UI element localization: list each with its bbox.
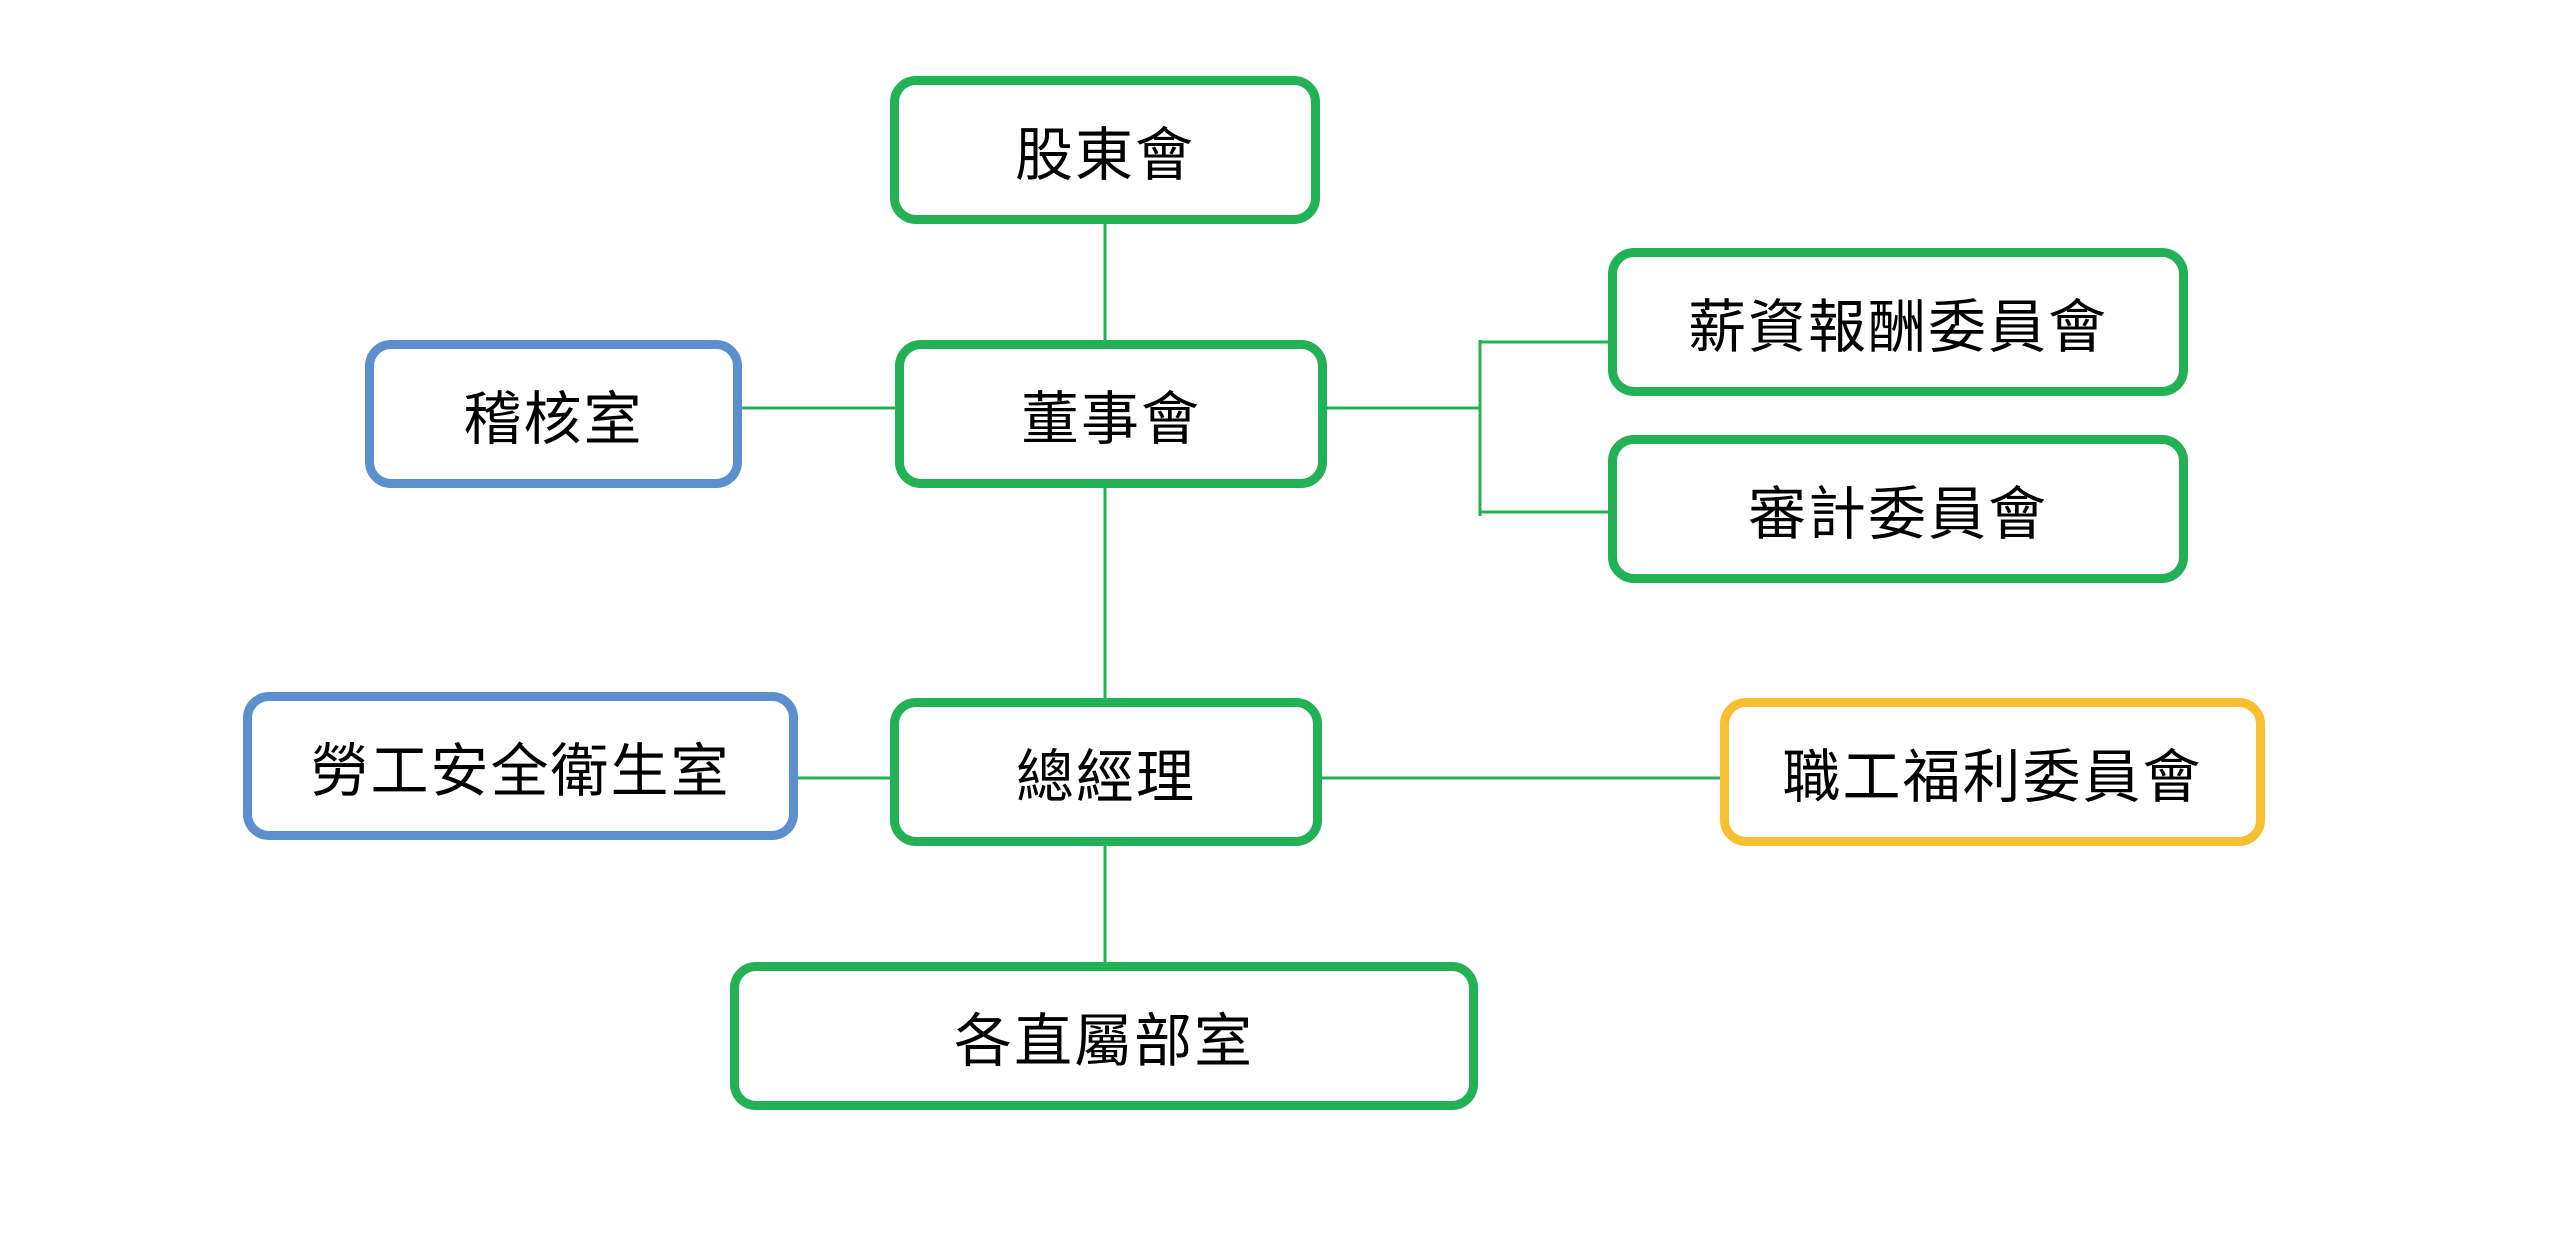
node-compensation-committee: 薪資報酬委員會 <box>1608 248 2188 396</box>
node-employee-welfare-committee: 職工福利委員會 <box>1720 698 2265 846</box>
node-label: 職工福利委員會 <box>1782 743 2203 811</box>
node-label: 勞工安全衛生室 <box>310 737 731 805</box>
node-audit-committee: 審計委員會 <box>1608 435 2188 583</box>
node-direct-departments: 各直屬部室 <box>730 962 1478 1110</box>
node-label: 各直屬部室 <box>953 1007 1254 1075</box>
node-label: 股東會 <box>1014 121 1195 189</box>
node-board-of-directors: 董事會 <box>895 340 1327 488</box>
node-label: 審計委員會 <box>1747 480 2048 548</box>
node-labor-safety-office: 勞工安全衛生室 <box>243 692 798 840</box>
node-label: 薪資報酬委員會 <box>1687 293 2108 361</box>
node-label: 稽核室 <box>463 385 644 453</box>
node-general-manager: 總經理 <box>890 698 1322 846</box>
node-label: 董事會 <box>1020 385 1201 453</box>
node-label: 總經理 <box>1015 743 1196 811</box>
node-audit-office: 稽核室 <box>365 340 742 488</box>
node-shareholders-meeting: 股東會 <box>890 76 1320 224</box>
